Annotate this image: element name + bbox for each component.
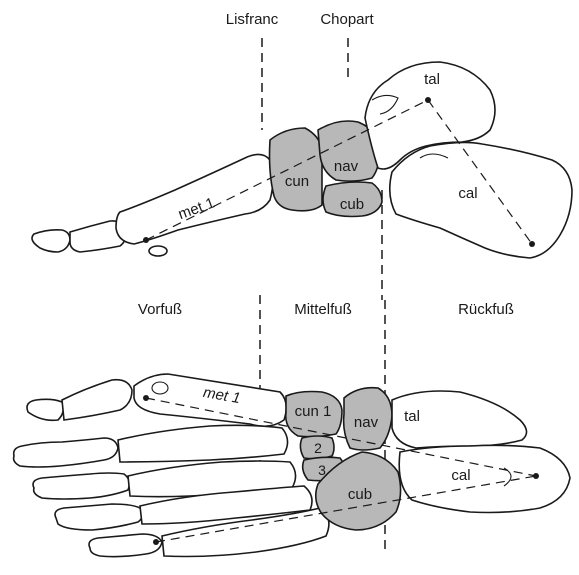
ray5-phalanges: [89, 534, 162, 557]
dorsal-met5-point: [153, 539, 159, 545]
ray1-distal-phalanx: [27, 399, 63, 420]
nav-label: nav: [334, 158, 359, 175]
calcaneus-lateral: [390, 142, 572, 258]
nav-dorsal-label: nav: [354, 414, 379, 431]
tal-dorsal-label: tal: [404, 408, 420, 425]
cun2-label: 2: [314, 440, 322, 456]
ray3-phalanges: [33, 473, 129, 499]
dorsal-view: cun 1 2 3 nav tal cal cub met 1: [14, 374, 570, 557]
sesamoid-bone: [149, 246, 167, 256]
cub-dorsal-label: cub: [348, 486, 372, 503]
chopart-label: Chopart: [320, 11, 374, 28]
lateral-view: tal cal nav cun cub met 1: [32, 62, 572, 258]
dorsal-calcaneus-point: [533, 473, 539, 479]
cun-label: cun: [285, 173, 309, 190]
cal-label: cal: [458, 185, 477, 202]
ray2-metatarsal: [118, 425, 288, 462]
midfoot-label: Mittelfuß: [294, 301, 352, 318]
cal-dorsal-label: cal: [451, 467, 470, 484]
cun3-label: 3: [318, 462, 326, 478]
distal-phalanx: [32, 230, 70, 252]
cuneiform-lateral: [270, 128, 323, 211]
calcaneus-dorsal: [399, 445, 570, 512]
forefoot-label: Vorfuß: [138, 301, 182, 318]
metatarsal-head-point: [143, 237, 149, 243]
lisfranc-label: Lisfranc: [226, 11, 279, 28]
first-metatarsal: [116, 154, 273, 244]
ray4-phalanges: [55, 504, 143, 530]
calcaneus-point: [529, 241, 535, 247]
hindfoot-label: Rückfuß: [458, 301, 514, 318]
cub-label: cub: [340, 196, 364, 213]
talus-center-point: [425, 97, 431, 103]
cun1-label: cun 1: [295, 403, 332, 420]
dorsal-met1-point: [143, 395, 149, 401]
ray2-phalanges: [14, 438, 118, 467]
tal-label: tal: [424, 71, 440, 88]
ray1-proximal-phalanx: [62, 380, 132, 420]
